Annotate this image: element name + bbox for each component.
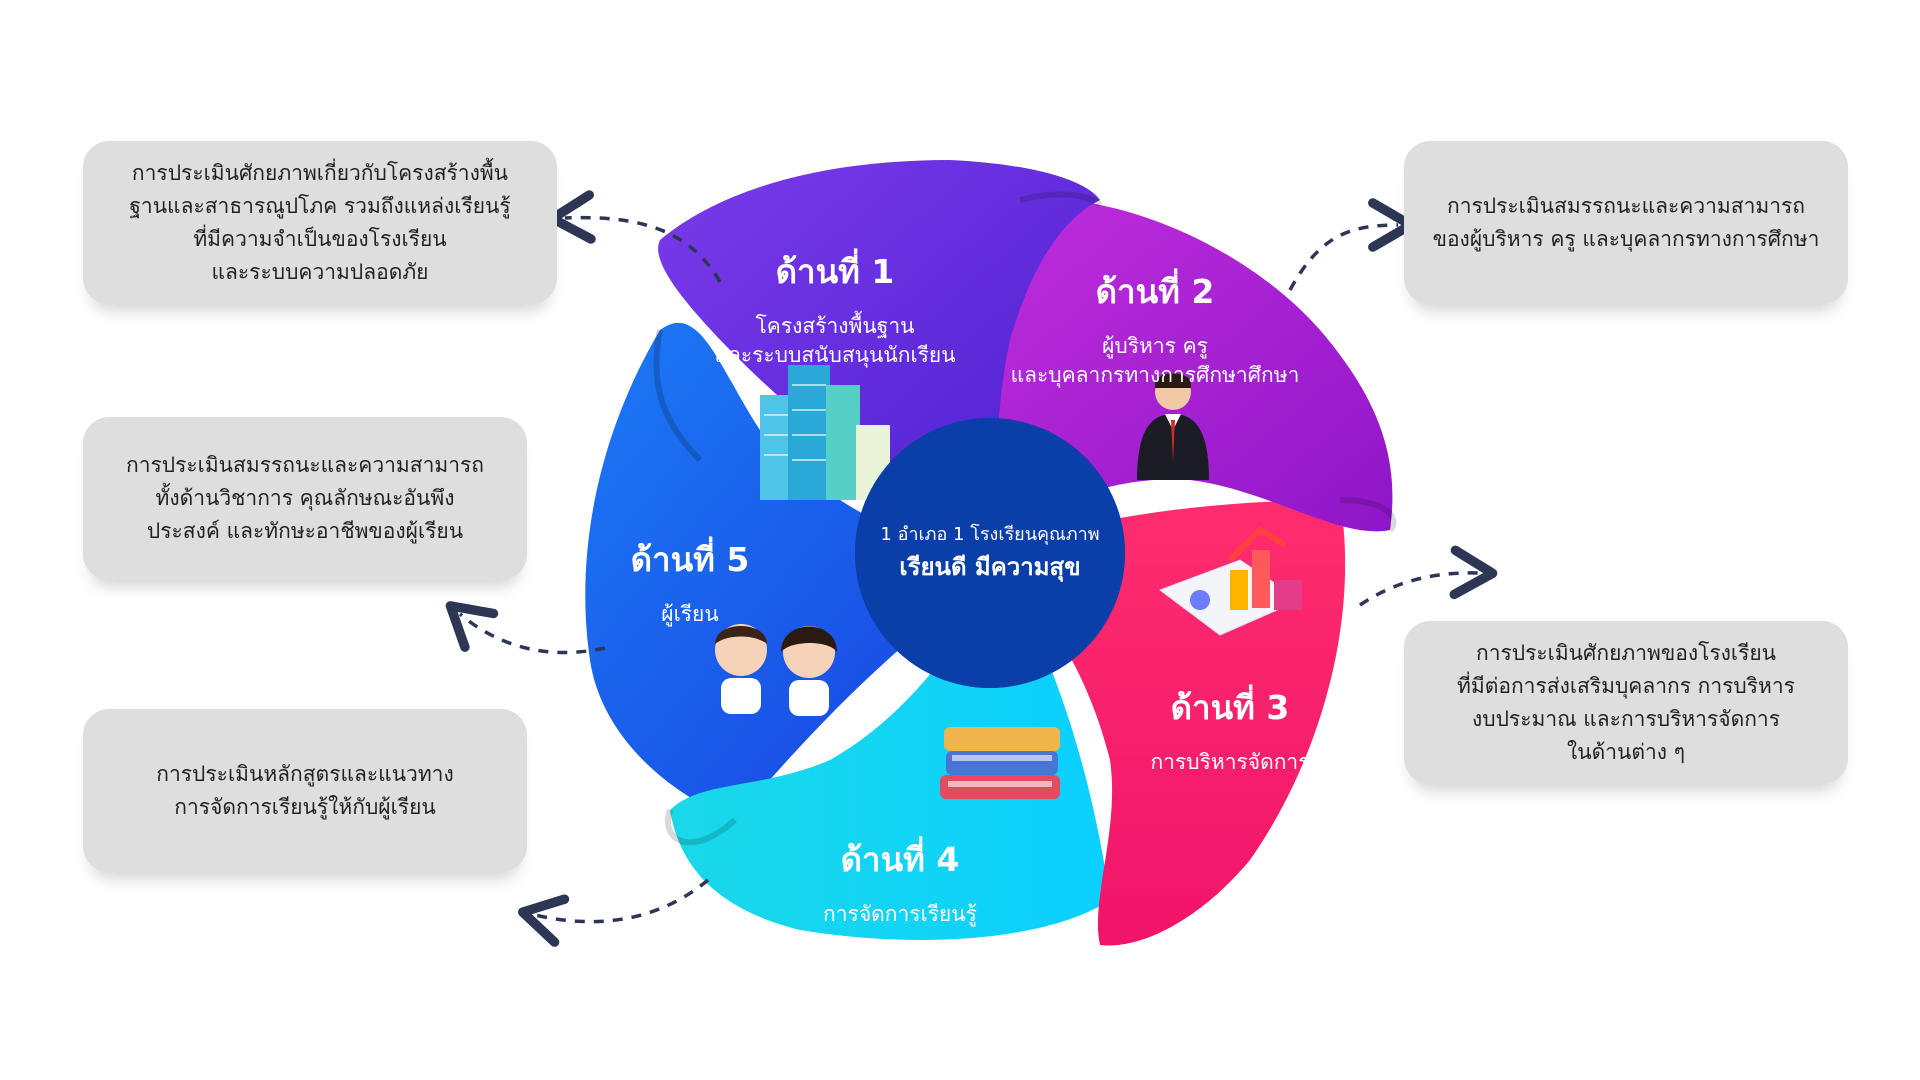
segment-2-heading: ด้านที่ 2 <box>1095 272 1215 311</box>
segment-3-sub: การบริหารจัดการ <box>1150 750 1310 774</box>
arrow-to-box-5 <box>517 878 710 947</box>
segment-3-label: ด้านที่ 3 การบริหารจัดการ <box>1110 668 1350 796</box>
segment-2-sub: ผู้บริหาร ครู และบุคลากรทางการศึกษาศึกษา <box>1010 334 1300 387</box>
description-text-5: การประเมินสมรรถนะและความสามารถ ทั้งด้านว… <box>125 453 484 543</box>
hub-center: 1 อำเภอ 1 โรงเรียนคุณภาพ เรียนดี มีความส… <box>855 418 1125 688</box>
segment-4-label: ด้านที่ 4 การจัดการเรียนรู้ <box>780 820 1020 948</box>
description-box-5: การประเมินสมรรถนะและความสามารถ ทั้งด้านว… <box>83 417 527 580</box>
segment-5-heading: ด้านที่ 5 <box>630 540 750 579</box>
students-icon <box>715 624 837 716</box>
hub-line-2: เรียนดี มีความสุข <box>899 553 1081 581</box>
description-text-2: การประเมินสมรรถนะและความสามารถ ของผู้บริ… <box>1432 193 1820 251</box>
segment-5-shape <box>585 322 1000 820</box>
segment-5-sub: ผู้เรียน <box>661 602 719 626</box>
analytics-chart-icon <box>1158 526 1302 636</box>
arrow-to-box-1 <box>547 190 722 283</box>
segment-5-label: ด้านที่ 5 ผู้เรียน <box>600 520 780 648</box>
description-text-4: การประเมินหลักสูตรและแนวทาง การจัดการเรี… <box>156 761 454 819</box>
segment-4-sub: การจัดการเรียนรู้ <box>823 902 977 926</box>
description-text-3: การประเมินศักยภาพของโรงเรียน ที่มีต่อการ… <box>1457 640 1795 764</box>
businessman-icon <box>1137 373 1209 480</box>
description-box-3: การประเมินศักยภาพของโรงเรียน ที่มีต่อการ… <box>1404 621 1848 784</box>
segment-1-heading: ด้านที่ 1 <box>775 252 895 291</box>
arrow-to-box-3 <box>445 601 606 655</box>
segment-1-label: ด้านที่ 1 โครงสร้างพื้นฐาน และระบบสนับสน… <box>680 232 990 389</box>
arrow-to-box-4 <box>1359 545 1498 607</box>
hub-line-1: 1 อำเภอ 1 โรงเรียนคุณภาพ <box>880 524 1100 545</box>
segment-4-heading: ด้านที่ 4 <box>840 840 960 879</box>
arrow-to-box-2 <box>1288 198 1416 291</box>
description-box-1: การประเมินศักยภาพเกี่ยวกับโครงสร้างพื้น … <box>83 141 557 304</box>
segment-2-label: ด้านที่ 2 ผู้บริหาร ครู และบุคลากรทางการ… <box>985 252 1325 409</box>
segment-1-sub: โครงสร้างพื้นฐาน และระบบสนับสนุนนักเรียน <box>714 314 956 367</box>
description-text-1: การประเมินศักยภาพเกี่ยวกับโครงสร้างพื้น … <box>129 160 511 284</box>
segment-2-shape <box>984 198 1393 541</box>
description-box-4: การประเมินหลักสูตรและแนวทาง การจัดการเรี… <box>83 709 527 872</box>
segment-3-heading: ด้านที่ 3 <box>1170 688 1290 727</box>
description-box-2: การประเมินสมรรถนะและความสามารถ ของผู้บริ… <box>1404 141 1848 304</box>
books-stack-icon <box>940 727 1060 799</box>
